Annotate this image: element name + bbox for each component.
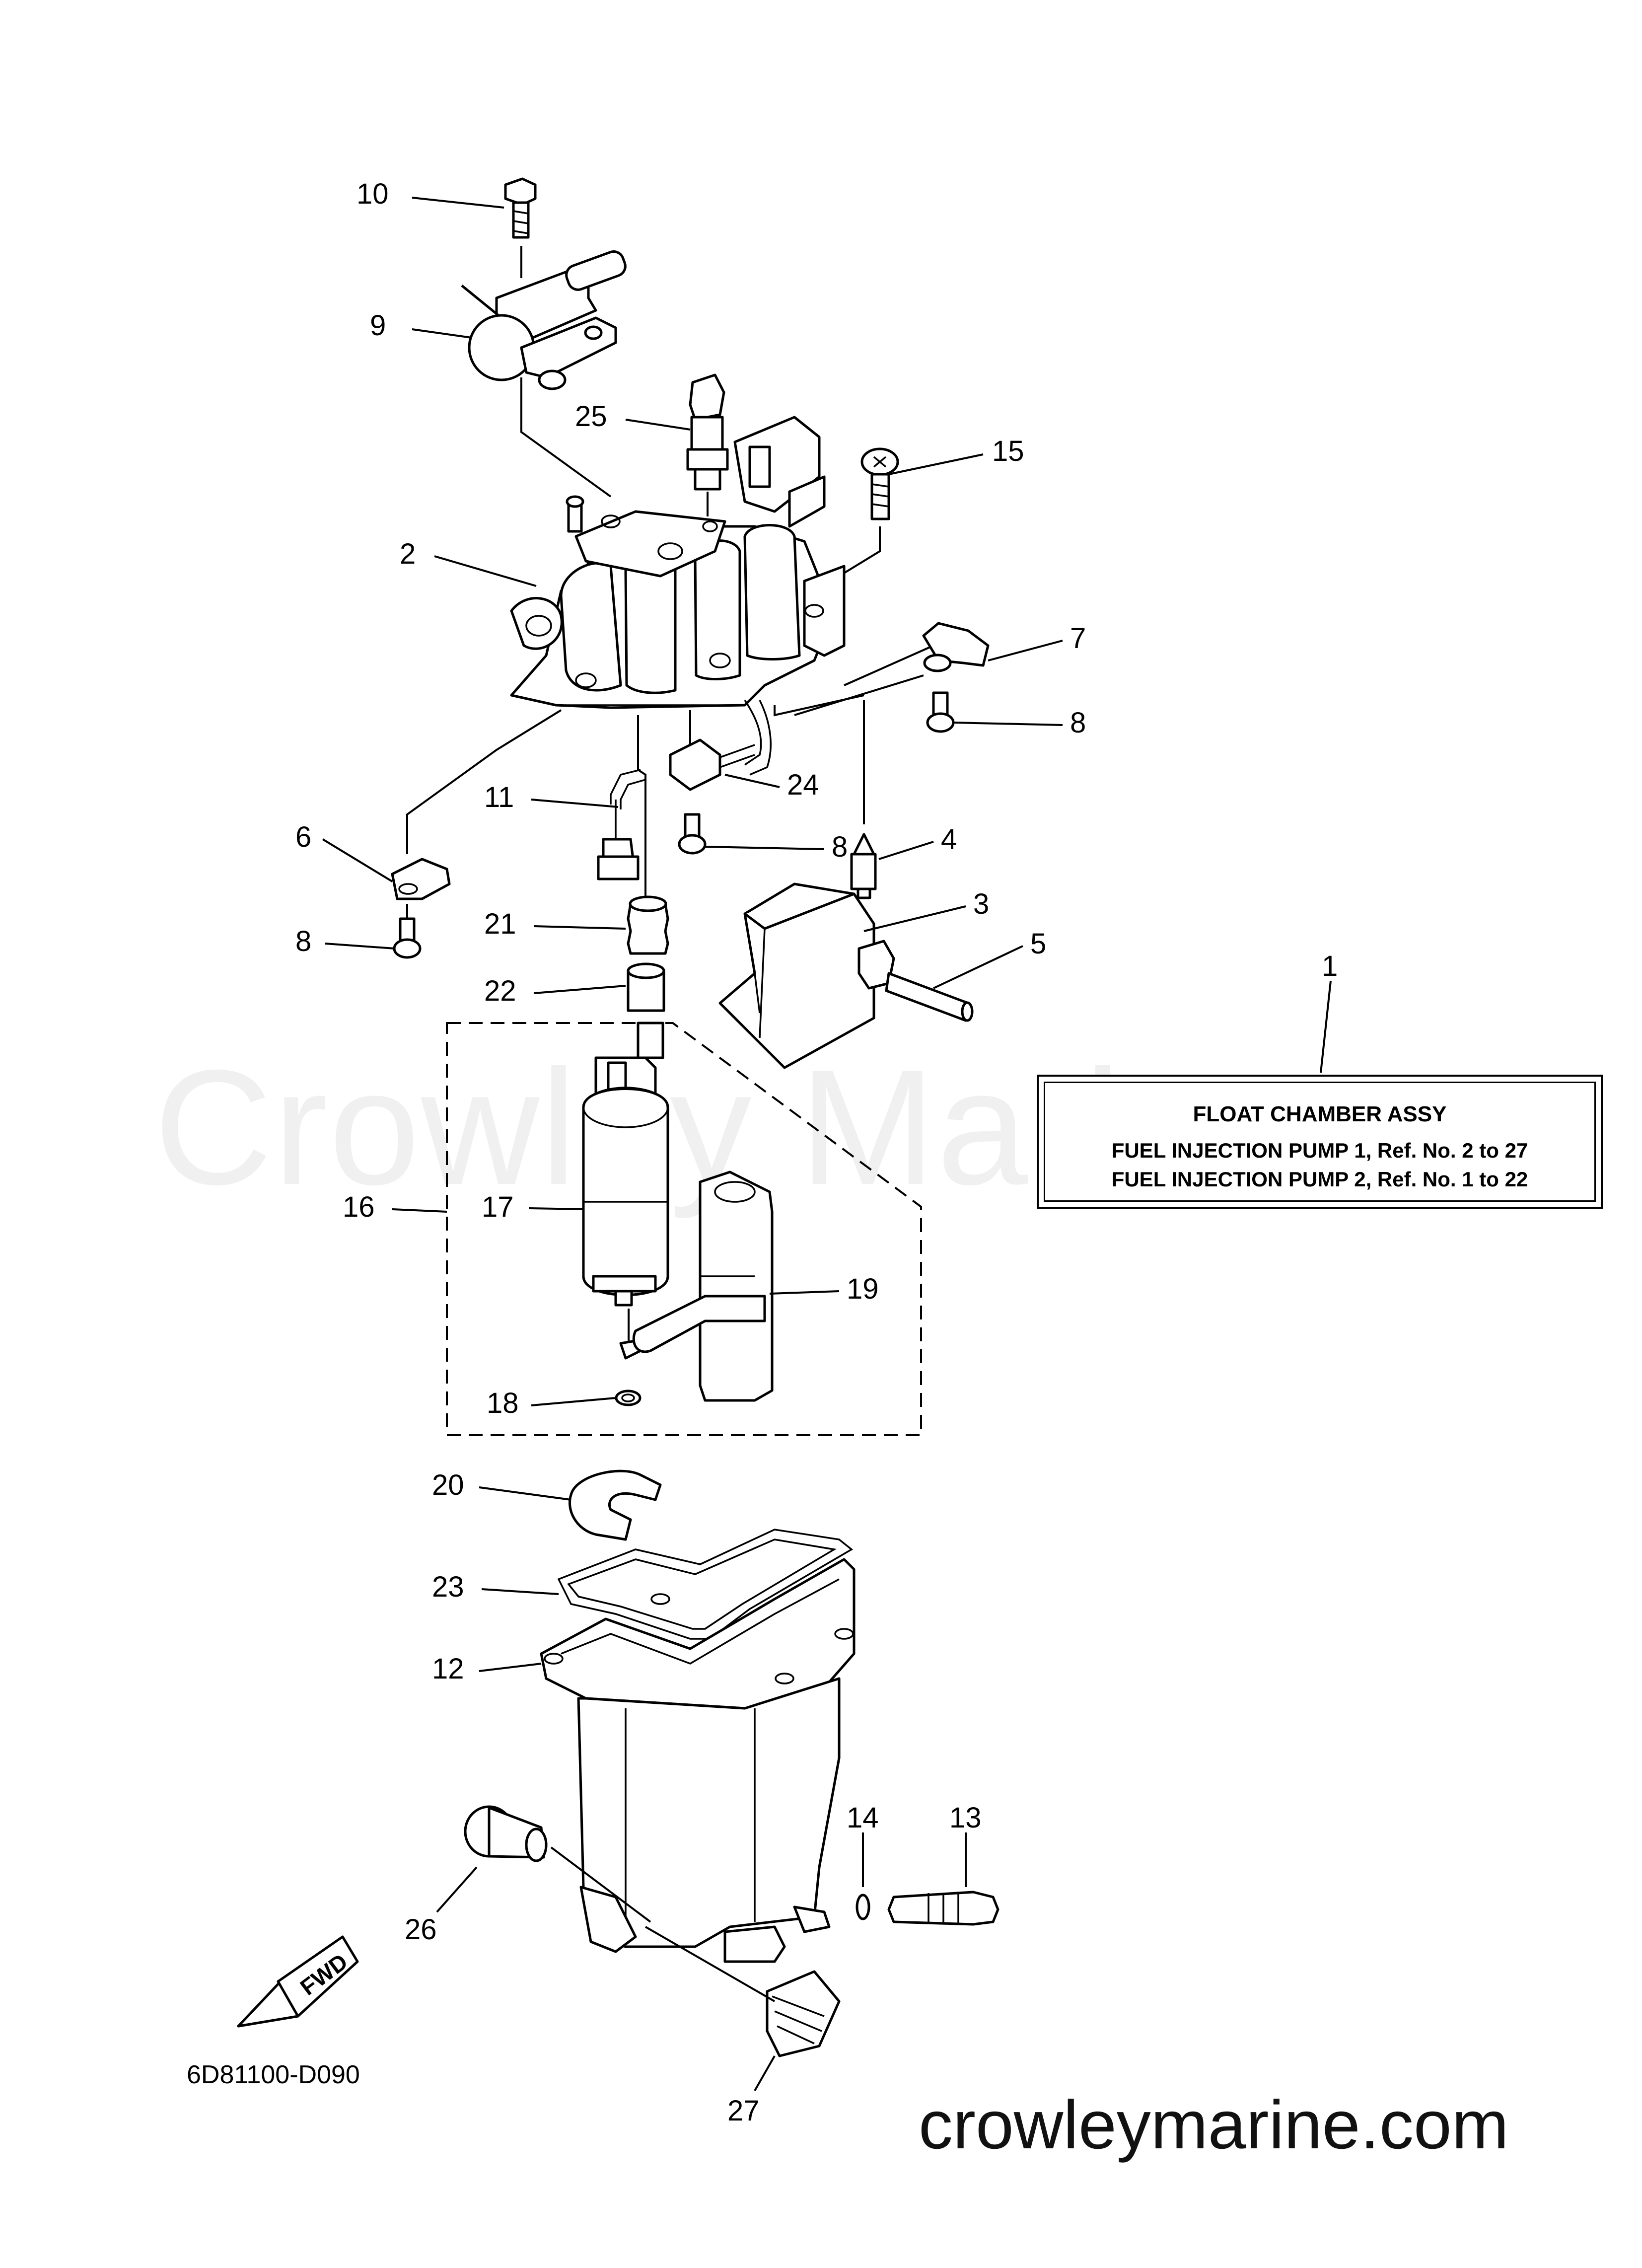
assembly-info-box-inner: FLOAT CHAMBER ASSY FUEL INJECTION PUMP 1… [1044, 1082, 1596, 1202]
callout-2: 2 [400, 538, 416, 570]
part-9-regulator [461, 250, 627, 390]
part-18-clip [615, 1339, 642, 1406]
callout-14: 14 [847, 1802, 879, 1834]
callout-26: 26 [405, 1913, 437, 1946]
callout-11: 11 [484, 781, 514, 813]
part-23-gasket [557, 1529, 854, 1640]
diagram-code: 6D81100-D090 [187, 2060, 360, 2089]
callout-7: 7 [1070, 622, 1086, 655]
callout-21: 21 [484, 908, 516, 940]
part-4-needle-valve [850, 833, 877, 899]
part-14-o-ring [856, 1894, 870, 1920]
callout-24: 24 [787, 769, 819, 801]
part-10-bolt [504, 177, 537, 239]
callout-1: 1 [1322, 950, 1338, 982]
callout-4: 4 [941, 823, 957, 856]
part-2-chamber-cover [510, 416, 846, 776]
callout-15: 15 [992, 435, 1024, 467]
part-20-retainer [568, 1469, 662, 1541]
callout-6: 6 [295, 821, 311, 853]
part-26-plug [464, 1805, 548, 1862]
callout-12: 12 [432, 1653, 464, 1685]
part-22-bushing [627, 962, 665, 1012]
part-15-screw [860, 447, 899, 520]
callout-18: 18 [487, 1387, 519, 1419]
part-6-plate [391, 858, 451, 900]
part-16-group-outline [446, 1022, 922, 1436]
part-19-filter [632, 1171, 774, 1402]
callout-20: 20 [432, 1469, 464, 1501]
assembly-title: FLOAT CHAMBER ASSY [1193, 1102, 1447, 1126]
callout-16: 16 [343, 1191, 375, 1223]
callout-22: 22 [484, 975, 516, 1007]
callout-8-b: 8 [832, 831, 848, 863]
callout-3: 3 [973, 888, 989, 920]
callout-13: 13 [949, 1802, 982, 1834]
part-24-fitting [610, 738, 755, 809]
assembly-ref-line-1: FUEL INJECTION PUMP 1, Ref. No. 2 to 27 [1111, 1139, 1528, 1162]
part-12-float-bowl [540, 1558, 856, 1963]
fwd-arrow-icon: FWD [237, 1935, 359, 2028]
part-7-clip [922, 622, 990, 672]
part-11-wire [597, 800, 640, 880]
part-8-screw-a [926, 691, 955, 733]
callout-8-a: 8 [1070, 707, 1086, 739]
callout-19: 19 [847, 1273, 879, 1305]
part-5-pin [857, 940, 974, 1022]
callout-8-c: 8 [295, 925, 311, 957]
assembly-info-box: FLOAT CHAMBER ASSY FUEL INJECTION PUMP 1… [1037, 1075, 1603, 1209]
callout-9: 9 [370, 309, 386, 342]
callout-5: 5 [1030, 928, 1046, 960]
callout-25: 25 [575, 400, 607, 433]
callout-17: 17 [482, 1191, 514, 1223]
part-25-sensor [686, 373, 729, 491]
site-url: crowleymarine.com [919, 2087, 1509, 2163]
part-3-float [718, 882, 875, 1069]
part-17-fuel-pump [582, 1022, 669, 1307]
part-8-screw-c [393, 917, 422, 959]
callout-10: 10 [357, 178, 389, 210]
part-27-grommet [766, 1970, 841, 2057]
part-21-strainer [627, 895, 669, 955]
assembly-ref-line-2: FUEL INJECTION PUMP 2, Ref. No. 1 to 22 [1111, 1168, 1528, 1191]
callout-27: 27 [727, 2095, 760, 2127]
part-13-drain-screw [887, 1891, 999, 1926]
callout-23: 23 [432, 1571, 464, 1603]
part-8-screw-b [678, 813, 707, 855]
